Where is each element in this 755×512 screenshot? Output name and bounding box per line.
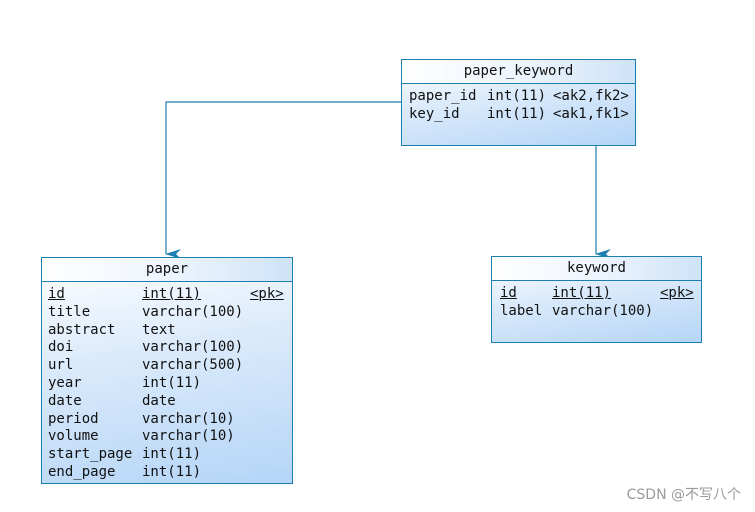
column-row: volume varchar(10) [42, 428, 292, 446]
entity-title: paper_keyword [402, 60, 635, 84]
column-row: period varchar(10) [42, 411, 292, 429]
column-type: int(11) [552, 285, 612, 301]
column-row: doi varchar(100) [42, 339, 292, 357]
column-type: date [142, 392, 176, 409]
column-type: int(11) [142, 463, 202, 480]
column-type: varchar(100) [142, 303, 244, 320]
column-name: id [48, 286, 65, 302]
column-type: varchar(10) [142, 410, 235, 427]
column-name: date [48, 392, 82, 409]
entity-title: keyword [492, 257, 701, 281]
entity-paper-keyword[interactable]: paper_keyword paper_id int(11) <ak2,fk2>… [401, 59, 636, 146]
column-key: <ak2,fk2> [553, 88, 629, 104]
column-name: label [500, 302, 543, 319]
column-row: key_id int(11) <ak1,fk1> [402, 106, 635, 124]
column-name: year [48, 374, 82, 391]
column-name: title [48, 303, 91, 320]
column-row: year int(11) [42, 375, 292, 393]
column-type: varchar(100) [552, 302, 654, 319]
column-row: paper_id int(11) <ak2,fk2> [402, 88, 635, 106]
column-name: volume [48, 428, 99, 445]
column-name: doi [48, 339, 74, 356]
column-row: label varchar(100) [492, 303, 701, 321]
column-row: abstract text [42, 322, 292, 340]
column-key: <pk> [250, 286, 284, 302]
column-name: start_page [48, 446, 133, 463]
column-name: abstract [48, 321, 116, 338]
column-name: period [48, 410, 99, 427]
column-row: id int(11) <pk> [492, 285, 701, 303]
column-key: <ak1,fk1> [553, 105, 629, 122]
column-name: end_page [48, 463, 116, 480]
column-row: end_page int(11) [42, 464, 292, 482]
column-name: key_id [409, 105, 460, 122]
entity-title: paper [42, 258, 292, 282]
column-type: varchar(100) [142, 339, 244, 356]
column-type: varchar(10) [142, 428, 235, 445]
column-type: int(11) [142, 446, 202, 463]
column-row: start_page int(11) [42, 446, 292, 464]
column-type: int(11) [487, 88, 547, 104]
column-name: id [500, 285, 517, 301]
column-type: int(11) [142, 374, 202, 391]
column-type: int(11) [142, 286, 202, 302]
column-row: date date [42, 393, 292, 411]
watermark-text: CSDN @不写八个 [626, 487, 741, 503]
entity-paper[interactable]: paper id int(11) <pk> title varchar(100)… [41, 257, 293, 484]
column-row: title varchar(100) [42, 304, 292, 322]
connector-paper-keyword-to-paper [165, 101, 402, 259]
column-type: varchar(500) [142, 357, 244, 374]
column-name: url [48, 357, 74, 374]
column-name: paper_id [409, 88, 477, 104]
column-row: url varchar(500) [42, 357, 292, 375]
entity-keyword[interactable]: keyword id int(11) <pk> label varchar(10… [491, 256, 702, 343]
column-row: id int(11) <pk> [42, 286, 292, 304]
column-type: text [142, 321, 176, 338]
column-key: <pk> [660, 285, 694, 301]
column-type: int(11) [487, 105, 547, 122]
